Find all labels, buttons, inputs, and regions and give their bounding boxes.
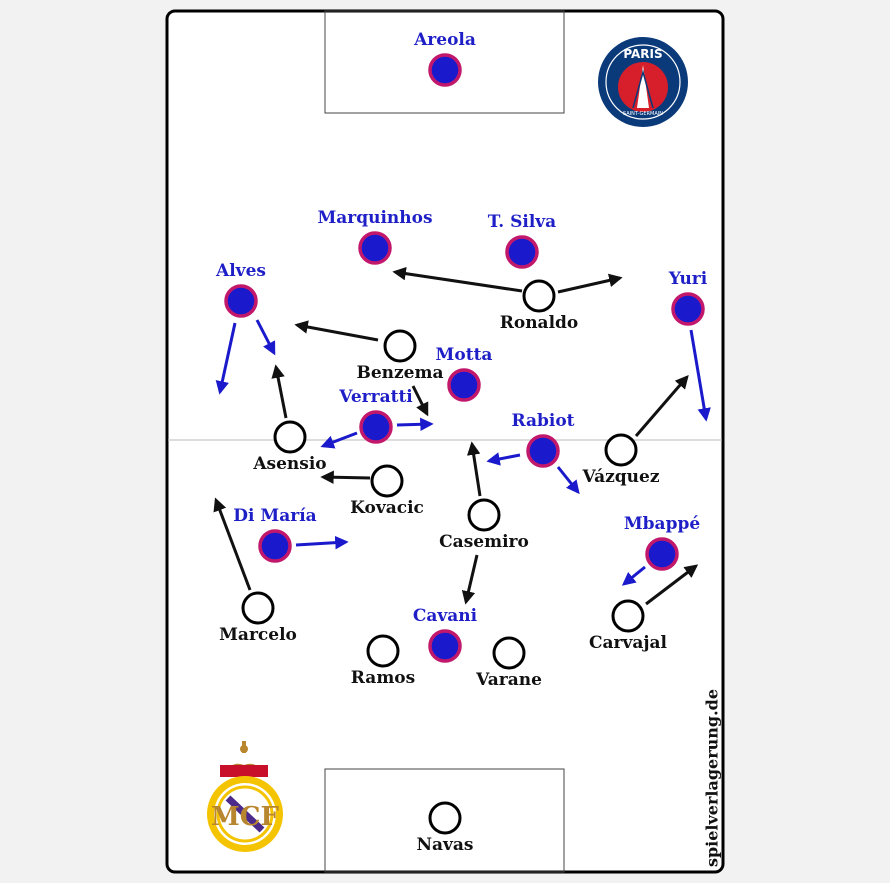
real-player-marker-navas (428, 801, 462, 835)
psg-movement-arrow-17 (295, 535, 349, 550)
real-player-marker-ramos (366, 634, 400, 668)
bottom-penalty-box (324, 768, 565, 873)
real-player-name-asensio: Asensio (253, 454, 327, 474)
real-movement-arrow-9 (634, 374, 689, 437)
svg-text:SAINT-GERMAIN: SAINT-GERMAIN (623, 111, 663, 117)
psg-player-marker-verratti (359, 410, 393, 444)
real-movement-arrow-0 (392, 266, 523, 293)
real-player-marker-kovacic (370, 464, 404, 498)
psg-player-name-di-maria: Di María (233, 506, 317, 526)
psg-player-marker-alves (224, 284, 258, 318)
real-player-name-kovacic: Kovacic (350, 498, 424, 518)
real-movement-arrow-10 (645, 564, 699, 606)
real-movement-arrow-3 (411, 385, 429, 417)
source-watermark: spielverlagerung.de (702, 688, 722, 868)
psg-player-marker-marquinhos (358, 231, 392, 265)
pitch-outline (165, 9, 725, 874)
real-player-name-navas: Navas (416, 835, 474, 855)
real-player-name-varane: Varane (476, 670, 542, 690)
top-penalty-box (324, 10, 565, 114)
real-player-marker-marcelo (241, 591, 275, 625)
psg-player-name-areola: Areola (414, 30, 476, 50)
real-player-name-benzema: Benzema (356, 363, 444, 383)
psg-player-name-alves: Alves (216, 261, 266, 281)
real-movement-arrow-4 (271, 364, 288, 419)
svg-text:PARIS: PARIS (623, 47, 662, 61)
psg-movement-arrow-13 (320, 431, 358, 449)
real-movement-arrow-2 (294, 320, 379, 342)
psg-player-marker-di-maria (258, 529, 292, 563)
real-player-marker-benzema (383, 329, 417, 363)
psg-player-name-marquinhos: Marquinhos (317, 208, 433, 228)
psg-player-marker-cavani (428, 629, 462, 663)
real-movement-arrow-6 (466, 441, 482, 497)
real-player-marker-vazquez (604, 433, 638, 467)
real-player-marker-asensio (273, 420, 307, 454)
real-player-name-carvajal: Carvajal (588, 633, 668, 653)
real-player-marker-casemiro (467, 498, 501, 532)
real-player-marker-ronaldo (522, 279, 556, 313)
psg-player-marker-mbappe (645, 537, 679, 571)
psg-player-name-rabiot: Rabiot (511, 411, 575, 431)
psg-movement-arrow-14 (396, 417, 434, 432)
real-madrid-crest-icon: MCF (207, 741, 283, 852)
psg-movement-arrow-16 (556, 466, 580, 495)
psg-player-name-motta: Motta (435, 345, 493, 365)
psg-player-name-t-silva: T. Silva (487, 212, 557, 232)
real-player-name-ramos: Ramos (350, 668, 416, 688)
real-player-name-vazquez: Vázquez (582, 467, 660, 487)
psg-player-name-yuri: Yuri (668, 269, 708, 289)
real-player-name-casemiro: Casemiro (439, 532, 529, 552)
psg-movement-arrow-15 (486, 452, 521, 466)
real-player-name-marcelo: Marcelo (219, 625, 297, 645)
psg-player-name-mbappe: Mbappé (623, 514, 701, 534)
psg-player-marker-areola (428, 53, 462, 87)
real-movement-arrow-7 (213, 497, 252, 591)
psg-movement-arrow-18 (689, 329, 711, 422)
psg-player-marker-motta (447, 368, 481, 402)
psg-player-name-cavani: Cavani (412, 606, 478, 626)
svg-text:MCF: MCF (211, 802, 279, 832)
real-movement-arrow-5 (320, 470, 371, 484)
psg-movement-arrow-19 (621, 565, 646, 586)
psg-player-marker-rabiot (526, 434, 560, 468)
real-movement-arrow-1 (557, 273, 623, 294)
psg-movement-arrow-12 (215, 322, 237, 395)
real-player-name-ronaldo: Ronaldo (499, 313, 579, 333)
real-movement-arrow-8 (461, 554, 479, 605)
psg-player-marker-yuri (671, 292, 705, 326)
psg-player-marker-t-silva (505, 235, 539, 269)
psg-player-name-verratti: Verratti (339, 387, 413, 407)
real-player-marker-varane (492, 636, 526, 670)
real-player-marker-carvajal (611, 599, 645, 633)
psg-movement-arrow-11 (255, 319, 276, 356)
psg-crest-icon: PARIS SAINT-GERMAIN (598, 37, 688, 127)
